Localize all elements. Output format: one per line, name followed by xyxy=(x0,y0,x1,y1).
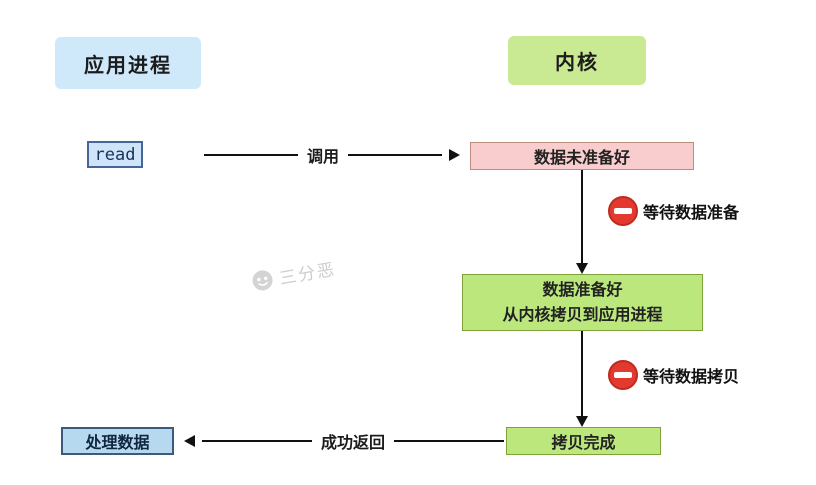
wait-copy-group: 等待数据拷贝 xyxy=(608,360,739,390)
wait-copy-arrow xyxy=(576,331,588,427)
call-arrow-line-right xyxy=(348,154,443,156)
wait-copy-arrow-line xyxy=(581,331,583,416)
data-ready-line1: 数据准备好 xyxy=(542,279,623,299)
watermark: 三分恶 xyxy=(248,255,338,295)
wait-prepare-arrow-line xyxy=(581,170,583,263)
return-arrow-label: 成功返回 xyxy=(321,433,386,452)
data-not-ready-node: 数据未准备好 xyxy=(470,142,694,170)
no-entry-icon xyxy=(608,196,638,226)
wait-prepare-arrow xyxy=(576,170,588,274)
kernel-header: 内核 xyxy=(508,36,646,85)
ghost-watermark-icon xyxy=(252,269,273,290)
call-arrow-label: 调用 xyxy=(307,147,340,166)
copy-done-node: 拷贝完成 xyxy=(506,427,661,455)
read-node: read xyxy=(87,141,143,168)
no-entry-icon xyxy=(608,360,638,390)
arrowhead-right-icon xyxy=(449,149,461,161)
arrowhead-down-icon xyxy=(576,263,588,274)
data-ready-line2: 从内核拷贝到应用进程 xyxy=(502,304,663,324)
wait-prepare-group: 等待数据准备 xyxy=(608,196,739,226)
wait-copy-label: 等待数据拷贝 xyxy=(643,367,740,386)
return-arrow-line-right xyxy=(394,440,505,442)
wait-prepare-label: 等待数据准备 xyxy=(643,203,740,222)
no-entry-bar xyxy=(614,208,632,214)
app-process-header: 应用进程 xyxy=(55,37,201,89)
arrowhead-left-icon xyxy=(184,435,195,447)
watermark-text: 三分恶 xyxy=(277,259,338,290)
no-entry-bar xyxy=(614,372,632,378)
data-ready-node: 数据准备好 从内核拷贝到应用进程 xyxy=(462,274,703,331)
process-data-node: 处理数据 xyxy=(61,427,174,455)
arrowhead-down-icon xyxy=(576,416,588,427)
return-arrow: 成功返回 xyxy=(184,429,505,453)
call-arrow-line-left xyxy=(204,154,298,156)
call-arrow: 调用 xyxy=(204,143,461,167)
return-arrow-line-left xyxy=(202,440,312,442)
